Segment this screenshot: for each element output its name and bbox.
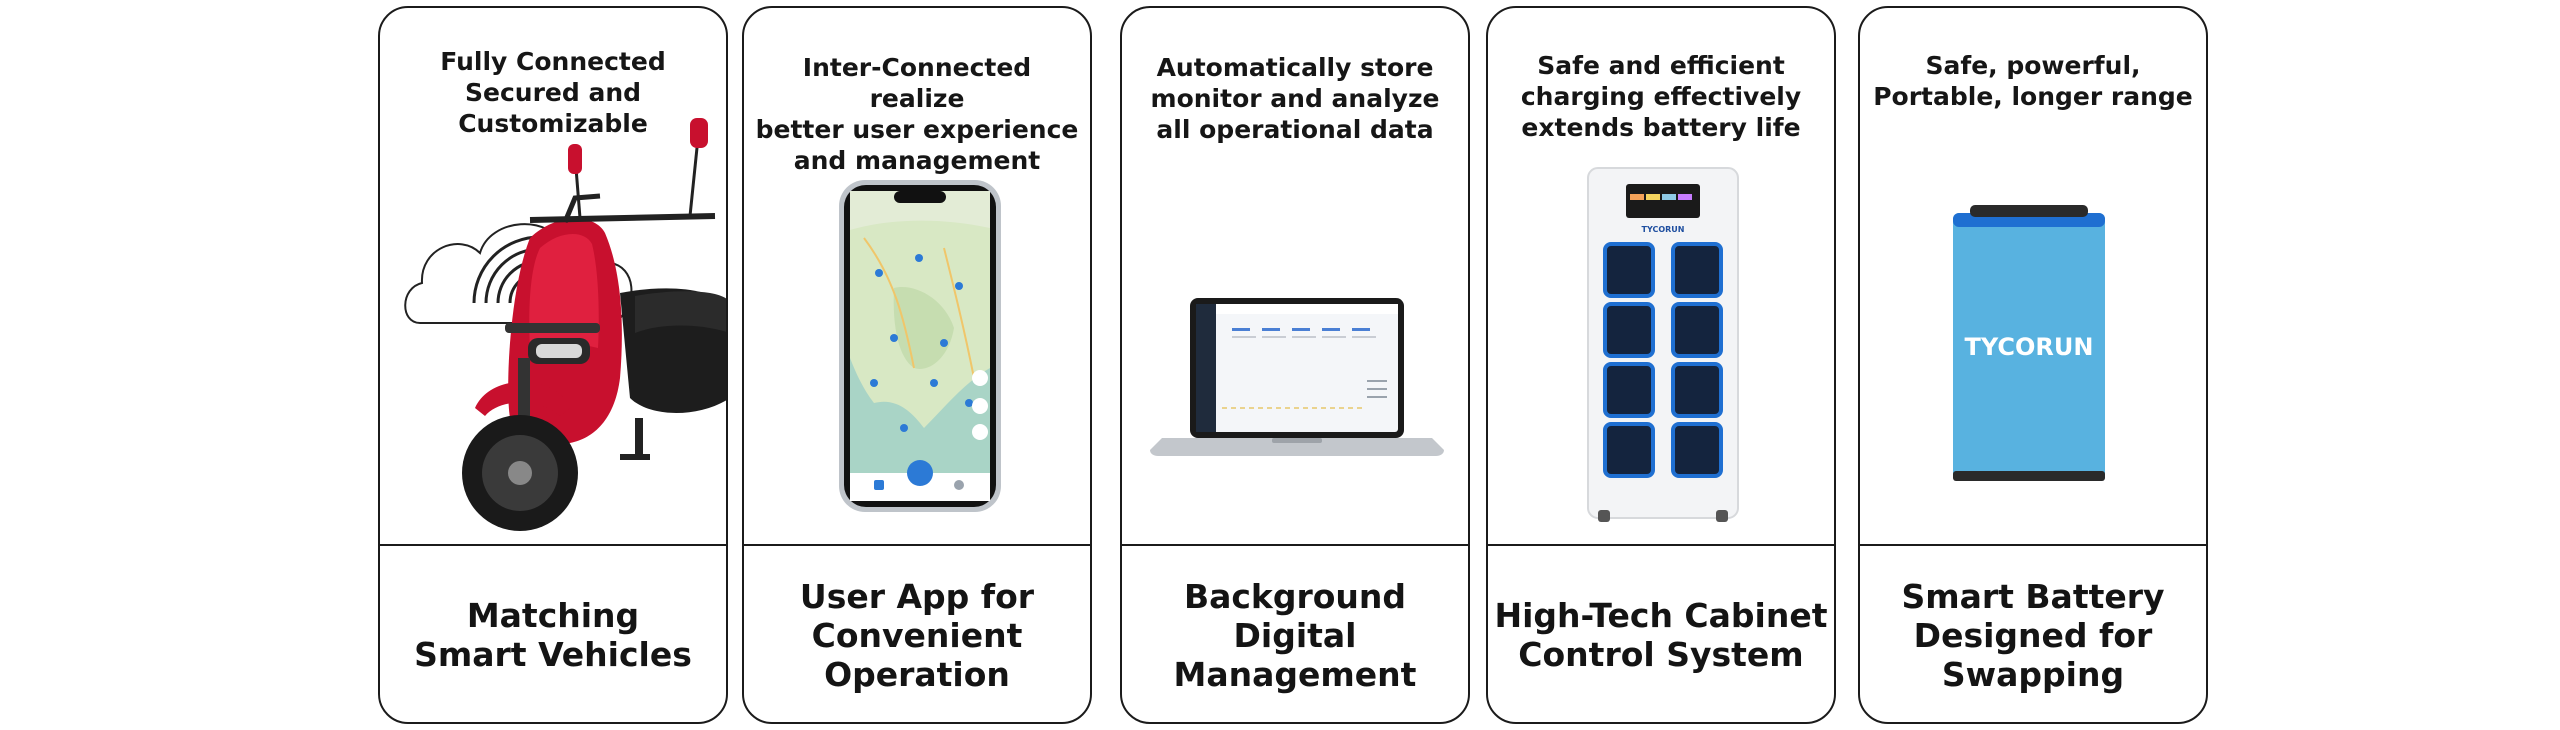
battery-brand-label: TYCORUN: [1965, 333, 2094, 361]
card-divider: [744, 544, 1090, 546]
cabinet-illustration: TYCORUN: [1587, 167, 1739, 522]
card-title: Matching Smart Vehicles: [414, 596, 692, 674]
battery-pack-icon: TYCORUN: [1953, 205, 2105, 481]
card-image-area: Fully Connected Secured and Customizable: [380, 8, 726, 544]
card-title: Background Digital Management: [1173, 576, 1417, 694]
card-image-area: Automatically store monitor and analyze …: [1122, 8, 1468, 544]
smartphone-illustration: [839, 180, 1001, 512]
card-caption: Safe and efficient charging effectively …: [1520, 51, 1802, 142]
feature-card-smart-battery: Safe, powerful, Portable, longer range T…: [1858, 6, 2208, 724]
battery-illustration: TYCORUN: [1953, 205, 2105, 481]
feature-card-digital-management: Automatically store monitor and analyze …: [1120, 6, 1470, 724]
card-divider: [1488, 544, 1834, 546]
card-caption: Automatically store monitor and analyze …: [1150, 53, 1440, 144]
card-divider: [380, 544, 726, 546]
card-title: Smart Battery Designed for Swapping: [1901, 576, 2165, 694]
feature-card-user-app: Inter-Connected realize better user expe…: [742, 6, 1092, 724]
feature-card-smart-vehicles: Fully Connected Secured and Customizable: [378, 6, 728, 724]
laptop-illustration: [1150, 298, 1444, 456]
battery-cabinet-icon: TYCORUN: [1587, 167, 1739, 522]
card-title: High-Tech Cabinet Control System: [1494, 596, 1828, 674]
card-divider: [1860, 544, 2206, 546]
card-image-area: Safe, powerful, Portable, longer range T…: [1860, 8, 2206, 544]
card-image-area: Inter-Connected realize better user expe…: [744, 8, 1090, 544]
cloud-icon: [404, 223, 633, 324]
laptop-icon: [1150, 298, 1444, 456]
card-title: User App for Convenient Operation: [799, 576, 1035, 694]
scooter-illustration: [404, 118, 726, 531]
scooter-icon: [462, 118, 726, 531]
battery-slots: [1603, 242, 1723, 478]
card-divider: [1122, 544, 1468, 546]
card-caption: Fully Connected Secured and Customizable: [440, 47, 666, 138]
feature-card-cabinet: Safe and efficient charging effectively …: [1486, 6, 1836, 724]
card-caption: Safe, powerful, Portable, longer range: [1873, 51, 2193, 111]
card-image-area: Safe and efficient charging effectively …: [1488, 8, 1834, 544]
smartphone-icon: [839, 180, 1001, 512]
card-caption: Inter-Connected realize better user expe…: [755, 53, 1079, 175]
cabinet-brand-label: TYCORUN: [1642, 225, 1685, 234]
